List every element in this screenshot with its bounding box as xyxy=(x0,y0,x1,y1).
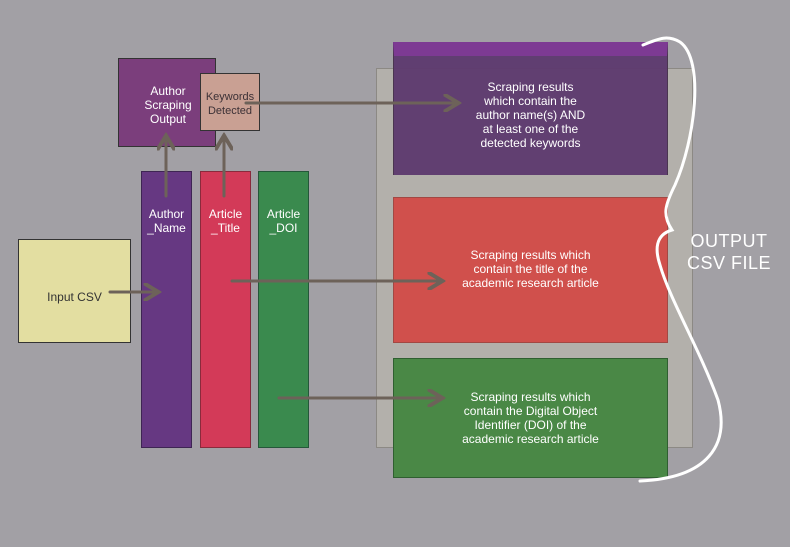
column-article-doi: Article _DOI xyxy=(258,171,309,448)
column-author-name: Author _Name xyxy=(141,171,192,448)
result-text-doi: Scraping results which contain the Digit… xyxy=(462,390,599,446)
column-article-title-label: Article _Title xyxy=(208,207,243,235)
input-csv-label: Input CSV xyxy=(47,290,102,304)
result-text-title: Scraping results which contain the title… xyxy=(462,248,599,290)
result-text-author-keywords: Scraping results which contain the autho… xyxy=(475,80,586,150)
keywords-detected-box: Keywords Detected xyxy=(200,73,260,131)
column-article-doi-label: Article _DOI xyxy=(266,207,301,235)
author-scraping-output-box: Author Scraping Output xyxy=(118,58,216,147)
author-scraping-output-label: Author Scraping Output xyxy=(144,84,192,126)
result-box-title: Scraping results which contain the title… xyxy=(393,197,668,343)
column-article-title: Article _Title xyxy=(200,171,251,448)
output-brace xyxy=(638,36,723,483)
keywords-detected-label: Keywords Detected xyxy=(205,91,255,117)
column-author-name-label: Author _Name xyxy=(147,207,186,235)
result-box-doi: Scraping results which contain the Digit… xyxy=(393,358,668,478)
result-box-author-keywords: Scraping results which contain the autho… xyxy=(393,42,668,175)
output-csv-title: OUTPUT CSV FILE xyxy=(686,231,772,273)
